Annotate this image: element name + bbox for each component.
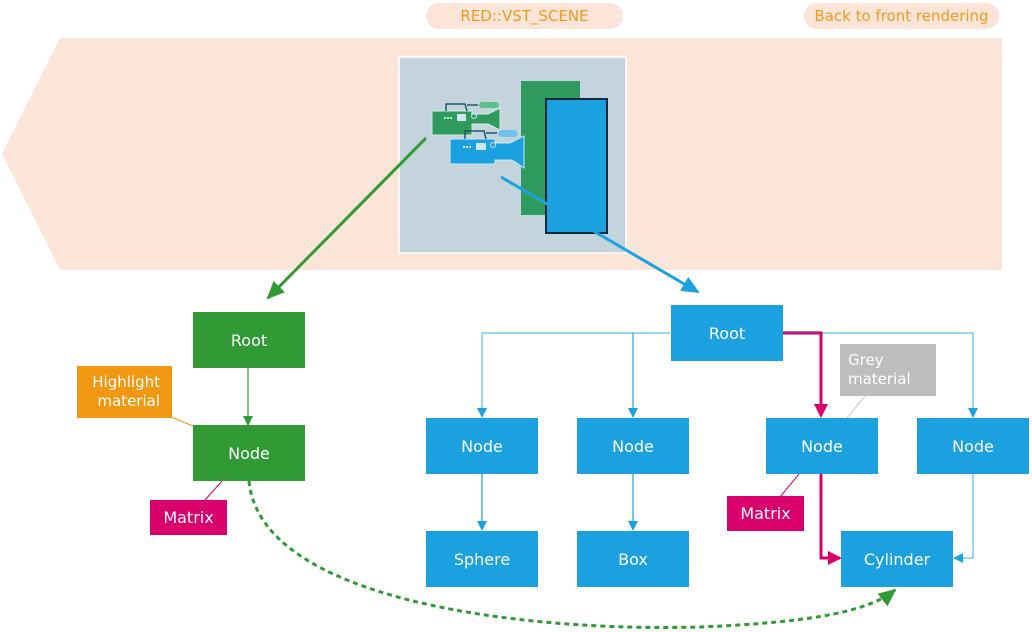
path-root-node3 [783,331,828,418]
edge-highlight-link [170,416,194,427]
left-matrix-box[interactable]: Matrix [150,500,227,535]
cylinder-node[interactable]: Cylinder [841,531,953,587]
grey-material-box[interactable]: Grey material [840,344,936,396]
back-to-front-rendering-button[interactable]: Back to front rendering [804,3,999,29]
edge-grey-link [846,395,866,419]
scene-label: RED::VST_SCENE [426,3,623,29]
right-root-node[interactable]: Root [671,305,783,361]
left-root-node[interactable]: Root [193,312,305,368]
right-node-2[interactable]: Node [577,418,689,474]
edge-node4-cylinder [953,473,974,563]
edge-matrix-link-left [204,480,223,501]
right-node-3[interactable]: Node [766,418,878,474]
scene-viewport [398,56,627,254]
right-node-1[interactable]: Node [426,418,538,474]
green-camera-arrow [266,136,428,300]
right-matrix-box[interactable]: Matrix [727,496,804,531]
edge-root-branches [477,332,670,418]
blue-rectangle [545,98,608,234]
blue-camera-arrow [500,175,700,294]
edge-root-node4 [820,332,978,418]
box-node[interactable]: Box [577,531,689,587]
video-camera-blue-icon [449,130,525,169]
video-camera-green-icon [431,102,501,136]
left-node[interactable]: Node [193,425,305,481]
highlight-material-box[interactable]: Highlight material [77,366,172,418]
edge-matrix-link-right [779,473,800,498]
path-node3-cylinder [819,473,842,565]
sphere-node[interactable]: Sphere [426,531,538,587]
right-node-4[interactable]: Node [917,418,1029,474]
